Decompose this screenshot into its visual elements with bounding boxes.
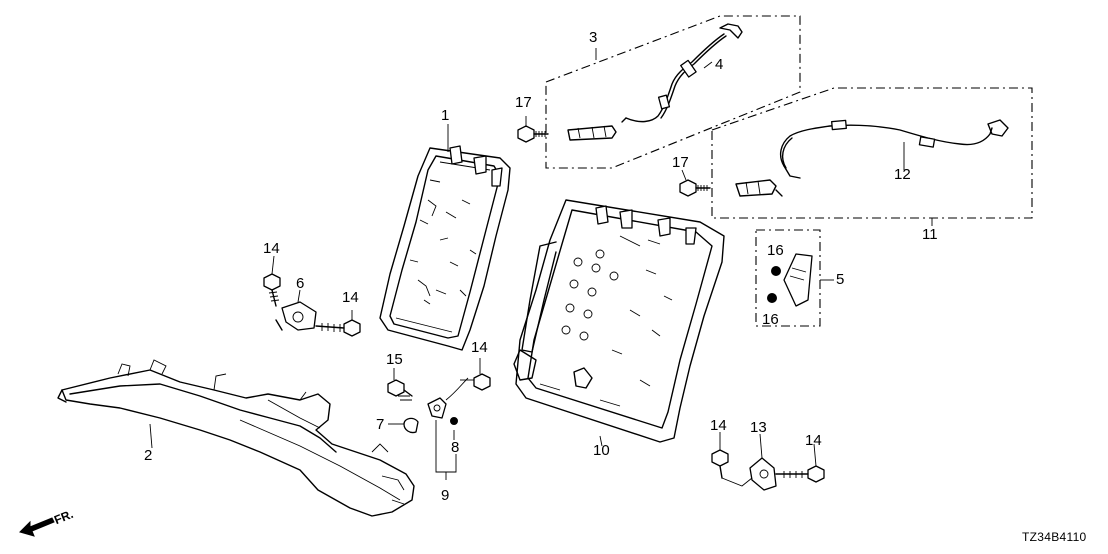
assembly-11-boundary [711, 87, 1033, 219]
drawing-code: TZ34B4110 [1022, 530, 1087, 544]
callout-14-c: 14 [471, 339, 488, 356]
part-2-lower-cover [57, 359, 415, 517]
assembly-5-boundary [755, 229, 821, 327]
part-12-harness [779, 119, 1009, 179]
part-10-seatback-frame [513, 199, 725, 443]
callout-17-a: 17 [515, 94, 532, 111]
part-16-nut-upper [771, 266, 781, 276]
callout-16-a: 16 [767, 242, 784, 259]
callout-12: 12 [894, 166, 911, 183]
callout-4: 4 [715, 56, 724, 73]
part-14-bolt-a [263, 273, 281, 307]
part-13-bracket [749, 457, 777, 491]
callout-14-a: 14 [263, 240, 280, 257]
callout-2: 2 [144, 447, 153, 464]
assembly-3-boundary [545, 15, 801, 169]
callout-14-b: 14 [342, 289, 359, 306]
callout-7: 7 [376, 416, 385, 433]
callout-3: 3 [589, 29, 598, 46]
part-16-nut-lower [767, 293, 777, 303]
callout-5: 5 [836, 271, 845, 288]
callout-15: 15 [386, 351, 403, 368]
part-14-bolt-e [775, 465, 825, 483]
callout-1: 1 [441, 107, 450, 124]
callout-17-b: 17 [672, 154, 689, 171]
callout-6: 6 [296, 275, 305, 292]
callout-10: 10 [593, 442, 610, 459]
part-9-bracket [427, 377, 469, 419]
callout-8: 8 [451, 439, 460, 456]
callout-9: 9 [441, 487, 450, 504]
part-17-bolt-upper [517, 125, 617, 143]
callout-14-e: 14 [805, 432, 822, 449]
callout-11: 11 [922, 226, 938, 243]
callout-13: 13 [750, 419, 767, 436]
part-17-bolt-lower [679, 179, 783, 197]
leader-lines [149, 48, 933, 480]
callout-14-d: 14 [710, 417, 727, 434]
part-14-bolt-b [315, 319, 361, 337]
front-arrow-icon [19, 517, 55, 537]
part-15-bolt [387, 379, 413, 401]
part-7-clip [403, 417, 419, 434]
part-1-seatback-frame [379, 145, 511, 351]
part-14-bolt-d [711, 449, 753, 487]
part-5-module [783, 253, 813, 307]
part-14-bolt-c [460, 373, 491, 391]
callout-16-b: 16 [762, 311, 779, 328]
part-8-nut [450, 417, 458, 425]
part-6-hinge-bracket [275, 301, 317, 331]
part-4-harness [621, 23, 743, 123]
